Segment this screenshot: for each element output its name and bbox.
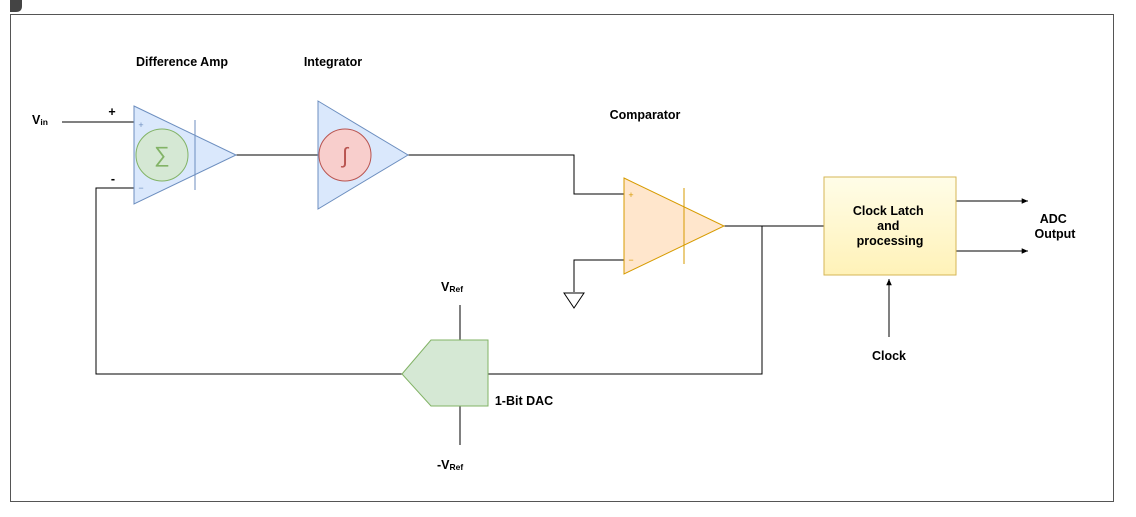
diffamp-plus-pin: + <box>138 120 143 130</box>
feedback-wire <box>95 187 402 375</box>
plus-input-sign: + <box>108 105 115 119</box>
integrator: ∫ <box>317 100 409 210</box>
sum-icon: ∑ <box>154 142 170 167</box>
adc-output-line-2: Output <box>1035 227 1077 241</box>
comparator: + − <box>623 177 726 275</box>
dac-block <box>401 339 489 407</box>
clock-label: Clock <box>872 349 906 363</box>
integral-circle <box>318 128 372 182</box>
vref-label: VRef <box>441 280 463 294</box>
integrator-label: Integrator <box>304 55 362 69</box>
minus-input-sign: - <box>111 172 115 186</box>
comparator-label: Comparator <box>610 108 681 122</box>
latch-line-1: Clock Latch <box>853 204 924 218</box>
neg-vref-label: -VRef <box>437 458 463 472</box>
integral-icon: ∫ <box>340 143 350 168</box>
difference-amp-label: Difference Amp <box>136 55 228 69</box>
dac-label: 1-Bit DAC <box>495 394 553 408</box>
diagram-border <box>10 14 1114 502</box>
clock-latch-block <box>823 176 957 276</box>
comparator-ground-wire <box>573 259 624 292</box>
comparator-minus-pin: − <box>628 255 633 265</box>
comparator-to-dac-wire <box>488 226 763 375</box>
comparator-plus-pin: + <box>628 190 633 200</box>
summation-circle <box>135 128 189 182</box>
latch-line-2: and <box>877 219 899 233</box>
integrator-to-comparator-wire <box>408 154 624 195</box>
latch-label: Clock Latch and processing <box>853 204 927 248</box>
adc-output-label: ADC Output <box>1035 212 1077 241</box>
latch-line-3: processing <box>857 234 924 248</box>
diffamp-minus-pin: − <box>138 183 143 193</box>
difference-amp: ∑ + − <box>133 105 238 205</box>
corner-badge <box>10 0 22 12</box>
adc-output-line-1: ADC <box>1040 212 1067 226</box>
vin-label: Vin <box>32 113 48 127</box>
ground-icon <box>563 292 585 309</box>
